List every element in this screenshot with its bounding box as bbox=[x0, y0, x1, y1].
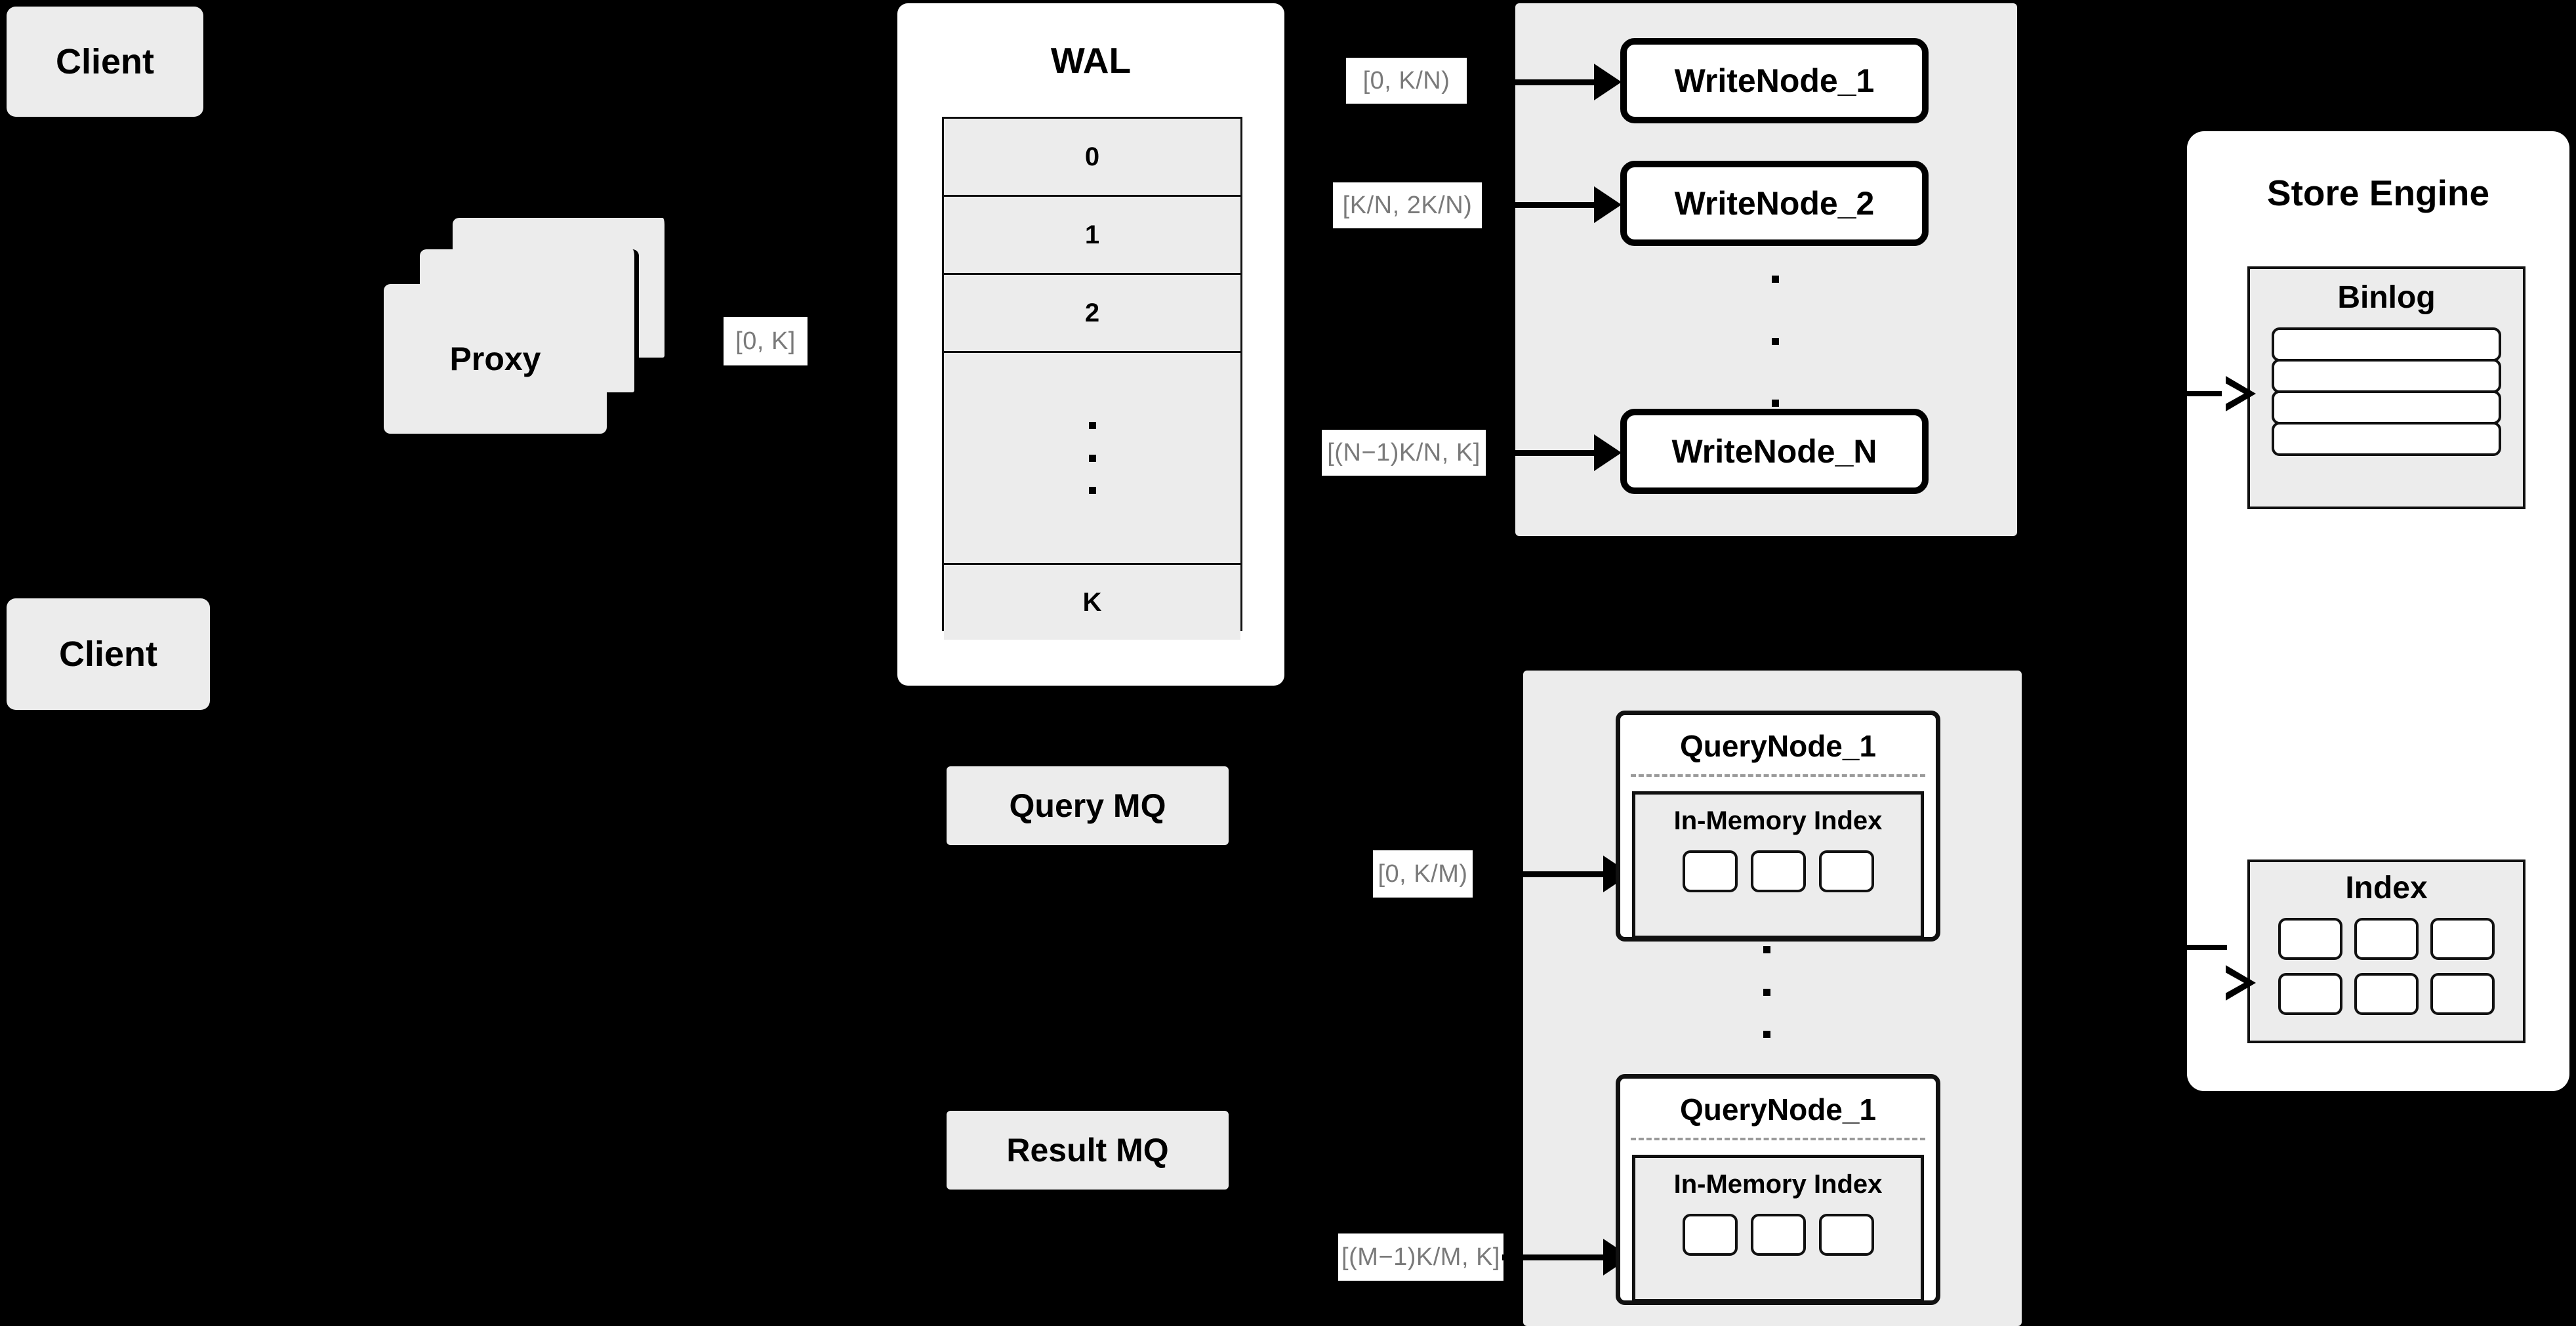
wal-row-value: 2 bbox=[1084, 298, 1100, 327]
store-index-cell[interactable] bbox=[2430, 918, 2495, 960]
store-index-cell[interactable] bbox=[2278, 918, 2342, 960]
write-node-2[interactable]: WriteNode_2 bbox=[1620, 161, 1929, 246]
store-index-title: Index bbox=[2345, 871, 2428, 905]
store-engine-title: Store Engine bbox=[2266, 173, 2490, 213]
binlog-arrow-line bbox=[2184, 391, 2227, 396]
proxy-range-label: [0, K] bbox=[724, 317, 808, 365]
write-node-arrow-line-2 bbox=[1482, 202, 1596, 208]
binlog-bar[interactable] bbox=[2272, 390, 2501, 425]
wal-row[interactable]: K bbox=[944, 565, 1240, 640]
store-index-cell[interactable] bbox=[2354, 973, 2419, 1015]
vertical-ellipsis-icon bbox=[1088, 422, 1096, 494]
index-cell[interactable] bbox=[1682, 850, 1738, 892]
wal-row-value: 0 bbox=[1084, 142, 1100, 171]
client-label: Client bbox=[58, 634, 157, 674]
range-text: [0, K] bbox=[735, 327, 796, 355]
query-node-vertical-ellipsis-icon bbox=[1763, 946, 1770, 1038]
wal-row-value: K bbox=[1082, 587, 1102, 617]
write-node-arrow-line-1 bbox=[1468, 79, 1596, 85]
query-node-2[interactable]: QueryNode_1 In-Memory Index bbox=[1616, 1074, 1940, 1305]
index-cell[interactable] bbox=[1750, 1214, 1806, 1256]
result-mq-label: Result MQ bbox=[1006, 1132, 1169, 1169]
write-node-range-1: [0, K/N) bbox=[1346, 58, 1467, 104]
query-mq-box[interactable]: Query MQ bbox=[947, 766, 1229, 845]
client-box-2[interactable]: Client bbox=[7, 598, 210, 710]
write-node-vertical-ellipsis-icon bbox=[1771, 276, 1779, 407]
query-node-title: QueryNode_1 bbox=[1679, 1092, 1877, 1127]
write-node-n[interactable]: WriteNode_N bbox=[1620, 409, 1929, 494]
write-node-label: WriteNode_N bbox=[1671, 433, 1877, 470]
query-node-divider bbox=[1631, 774, 1925, 777]
write-node-range-n: [(N−1)K/N, K] bbox=[1322, 430, 1486, 476]
client-label: Client bbox=[55, 42, 154, 81]
binlog-title: Binlog bbox=[2337, 280, 2436, 315]
wal-row[interactable]: 1 bbox=[944, 197, 1240, 275]
write-node-1[interactable]: WriteNode_1 bbox=[1620, 38, 1929, 123]
index-cell[interactable] bbox=[1818, 850, 1874, 892]
write-node-range-2: [K/N, 2K/N) bbox=[1333, 182, 1482, 228]
index-cell[interactable] bbox=[1750, 850, 1806, 892]
binlog-bar[interactable] bbox=[2272, 327, 2501, 362]
query-node-divider bbox=[1631, 1138, 1925, 1140]
query-node-arrow-line-1 bbox=[1474, 871, 1605, 877]
write-node-label: WriteNode_2 bbox=[1674, 185, 1875, 222]
in-memory-index-title: In-Memory Index bbox=[1673, 1170, 1883, 1199]
query-mq-label: Query MQ bbox=[1009, 787, 1166, 824]
binlog-arrow-head bbox=[2222, 376, 2256, 411]
wal-row[interactable]: 2 bbox=[944, 275, 1240, 353]
wal-row-ellipsis bbox=[944, 353, 1240, 565]
write-node-label: WriteNode_1 bbox=[1674, 62, 1875, 99]
result-mq-box[interactable]: Result MQ bbox=[947, 1111, 1229, 1190]
range-text: [0, K/M) bbox=[1378, 860, 1468, 888]
query-node-range-1: [0, K/M) bbox=[1373, 850, 1473, 898]
proxy-label: Proxy bbox=[449, 341, 541, 377]
wal-row[interactable]: 0 bbox=[944, 119, 1240, 197]
store-index-arrow-line bbox=[2184, 945, 2227, 950]
binlog-bar[interactable] bbox=[2272, 359, 2501, 393]
write-node-arrow-head-2 bbox=[1594, 186, 1622, 223]
write-node-arrow-line-n bbox=[1486, 450, 1596, 456]
wal-table: 0 1 2 K bbox=[942, 117, 1242, 640]
binlog-box: Binlog bbox=[2247, 266, 2525, 509]
index-cell[interactable] bbox=[1682, 1214, 1738, 1256]
proxy-stack[interactable]: Proxy bbox=[380, 210, 689, 434]
query-node-title: QueryNode_1 bbox=[1679, 729, 1877, 763]
store-index-cell[interactable] bbox=[2278, 973, 2342, 1015]
query-node-arrow-line-2 bbox=[1502, 1254, 1605, 1260]
query-node-1[interactable]: QueryNode_1 In-Memory Index bbox=[1616, 711, 1940, 942]
store-index-cell[interactable] bbox=[2354, 918, 2419, 960]
write-node-arrow-head-1 bbox=[1594, 64, 1622, 100]
index-cell[interactable] bbox=[1818, 1214, 1874, 1256]
wal-title: WAL bbox=[1050, 40, 1132, 81]
client-box-1[interactable]: Client bbox=[7, 7, 203, 117]
store-index-cell[interactable] bbox=[2430, 973, 2495, 1015]
range-text: [(N−1)K/N, K] bbox=[1327, 438, 1481, 466]
range-text: [(M−1)K/M, K] bbox=[1341, 1243, 1500, 1271]
proxy-card-front[interactable]: Proxy bbox=[384, 284, 607, 434]
range-text: [0, K/N) bbox=[1362, 66, 1450, 94]
range-text: [K/N, 2K/N) bbox=[1342, 191, 1473, 219]
store-index-box: Index bbox=[2247, 860, 2525, 1043]
write-node-arrow-head-n bbox=[1594, 434, 1622, 471]
store-index-arrow-head bbox=[2222, 965, 2256, 1001]
in-memory-index-box-1: In-Memory Index bbox=[1632, 791, 1924, 939]
in-memory-index-title: In-Memory Index bbox=[1673, 806, 1883, 835]
in-memory-index-box-2: In-Memory Index bbox=[1632, 1155, 1924, 1302]
wal-row-value: 1 bbox=[1084, 220, 1100, 249]
binlog-bar[interactable] bbox=[2272, 422, 2501, 456]
query-node-range-2: [(M−1)K/M, K] bbox=[1338, 1233, 1503, 1281]
